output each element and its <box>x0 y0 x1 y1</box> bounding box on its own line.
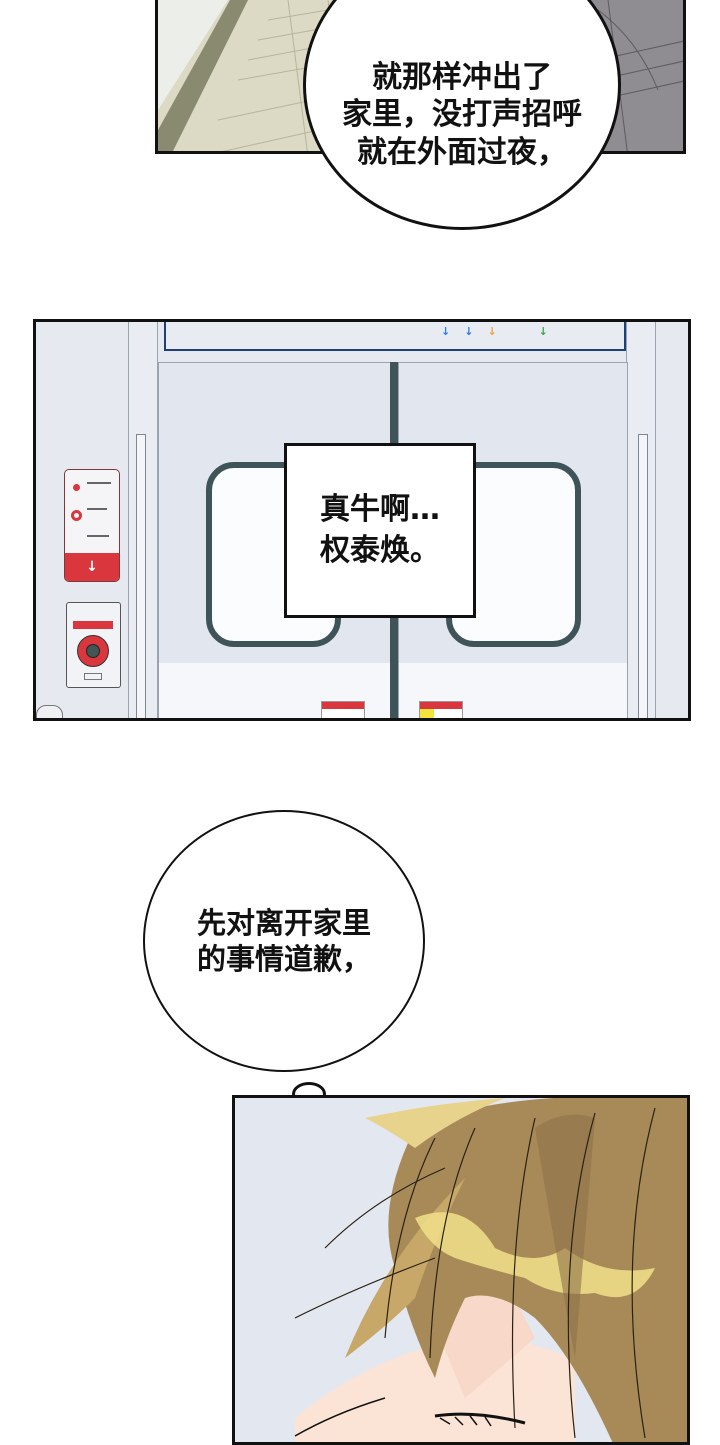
arrow-down-icon: ↓ <box>464 325 474 338</box>
speech-bubble-top-text: 就那样冲出了 家里，没打声招呼 就在外面过夜， <box>342 59 582 170</box>
emergency-instruction-sign: ↓ <box>64 469 120 582</box>
emergency-sign-footer: ↓ <box>65 553 119 581</box>
speech-bubble-middle-text: 先对离开家里 的事情道歉， <box>196 905 371 976</box>
door-indicator-bar: ↓ ↓ ↓ ↓ <box>164 322 626 351</box>
emergency-release-knob <box>77 635 109 667</box>
emergency-door-release-box <box>66 602 121 688</box>
indicator-arrows: ↓ ↓ ↓ ↓ <box>441 325 548 338</box>
arrow-down-icon: ↓ <box>441 325 451 338</box>
seat-edge <box>36 705 63 718</box>
caption-text: 真牛啊… 权泰焕。 <box>320 492 440 568</box>
arrow-down-icon: ↓ <box>538 325 548 338</box>
arrow-down-icon: ↓ <box>487 325 497 338</box>
warning-sticker-left <box>321 701 365 718</box>
panel-character-closeup <box>232 1095 690 1445</box>
warning-sticker-right <box>419 701 463 718</box>
speech-bubble-middle: 先对离开家里 的事情道歉， <box>143 810 425 1072</box>
door-handle-right <box>638 434 648 718</box>
character-artwork <box>235 1098 687 1442</box>
caption-box: 真牛啊… 权泰焕。 <box>284 443 476 618</box>
speech-bubble-top: 就那样冲出了 家里，没打声招呼 就在外面过夜， <box>303 0 621 230</box>
arrow-down-icon: ↓ <box>86 559 98 575</box>
door-handle-left <box>136 434 146 718</box>
